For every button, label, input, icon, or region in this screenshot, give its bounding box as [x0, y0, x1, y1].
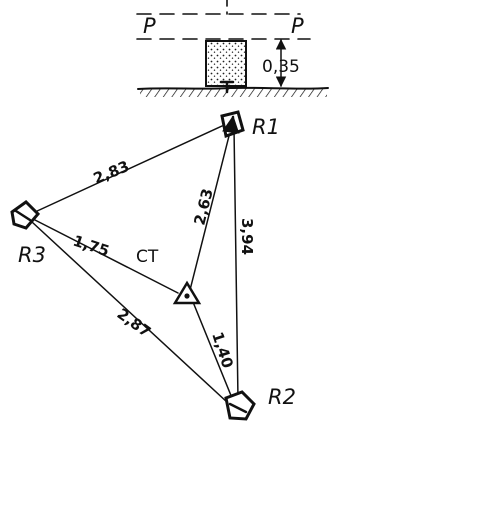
line-r3-r2: [31, 221, 229, 404]
control-point-ct: CT: [136, 247, 202, 305]
distance-r1-ct: 2,63: [190, 187, 216, 227]
line-r1-r2: [233, 127, 239, 401]
ct-label: CT: [136, 247, 159, 267]
line-ct-r2: [192, 301, 233, 399]
r1-label: R1: [252, 115, 280, 139]
p-right-label: P: [291, 14, 304, 38]
distance-r3-r2: 2,87: [114, 305, 155, 341]
distance-r3-ct: 1,75: [71, 232, 112, 261]
distance-r1-r3: 2,83: [91, 157, 132, 188]
line-r1-ct: [189, 131, 231, 291]
distance-r1-r2: 3,94: [238, 218, 256, 255]
control-point-triangle-icon: [172, 280, 202, 305]
reference-point-icon: [10, 200, 41, 230]
r2-label: R2: [268, 385, 296, 409]
line-r3-ct: [34, 219, 179, 294]
r3-label: R3: [18, 243, 46, 267]
reference-plane: P P: [136, 0, 311, 40]
reference-point-r3: R3: [10, 200, 46, 267]
survey-lines: [31, 125, 239, 404]
reference-point-r2: R2: [224, 385, 296, 421]
offset-dimension: 0,35: [262, 38, 300, 88]
reference-point-icon: [220, 110, 245, 138]
line-r1-r3: [34, 125, 223, 213]
offset-value: 0,35: [262, 57, 300, 77]
reference-point-r1: R1: [220, 110, 280, 139]
reference-point-icon: [224, 390, 256, 421]
ground-hatching: [137, 86, 329, 97]
benchmark-icon: [205, 40, 247, 94]
p-left-label: P: [143, 14, 156, 38]
